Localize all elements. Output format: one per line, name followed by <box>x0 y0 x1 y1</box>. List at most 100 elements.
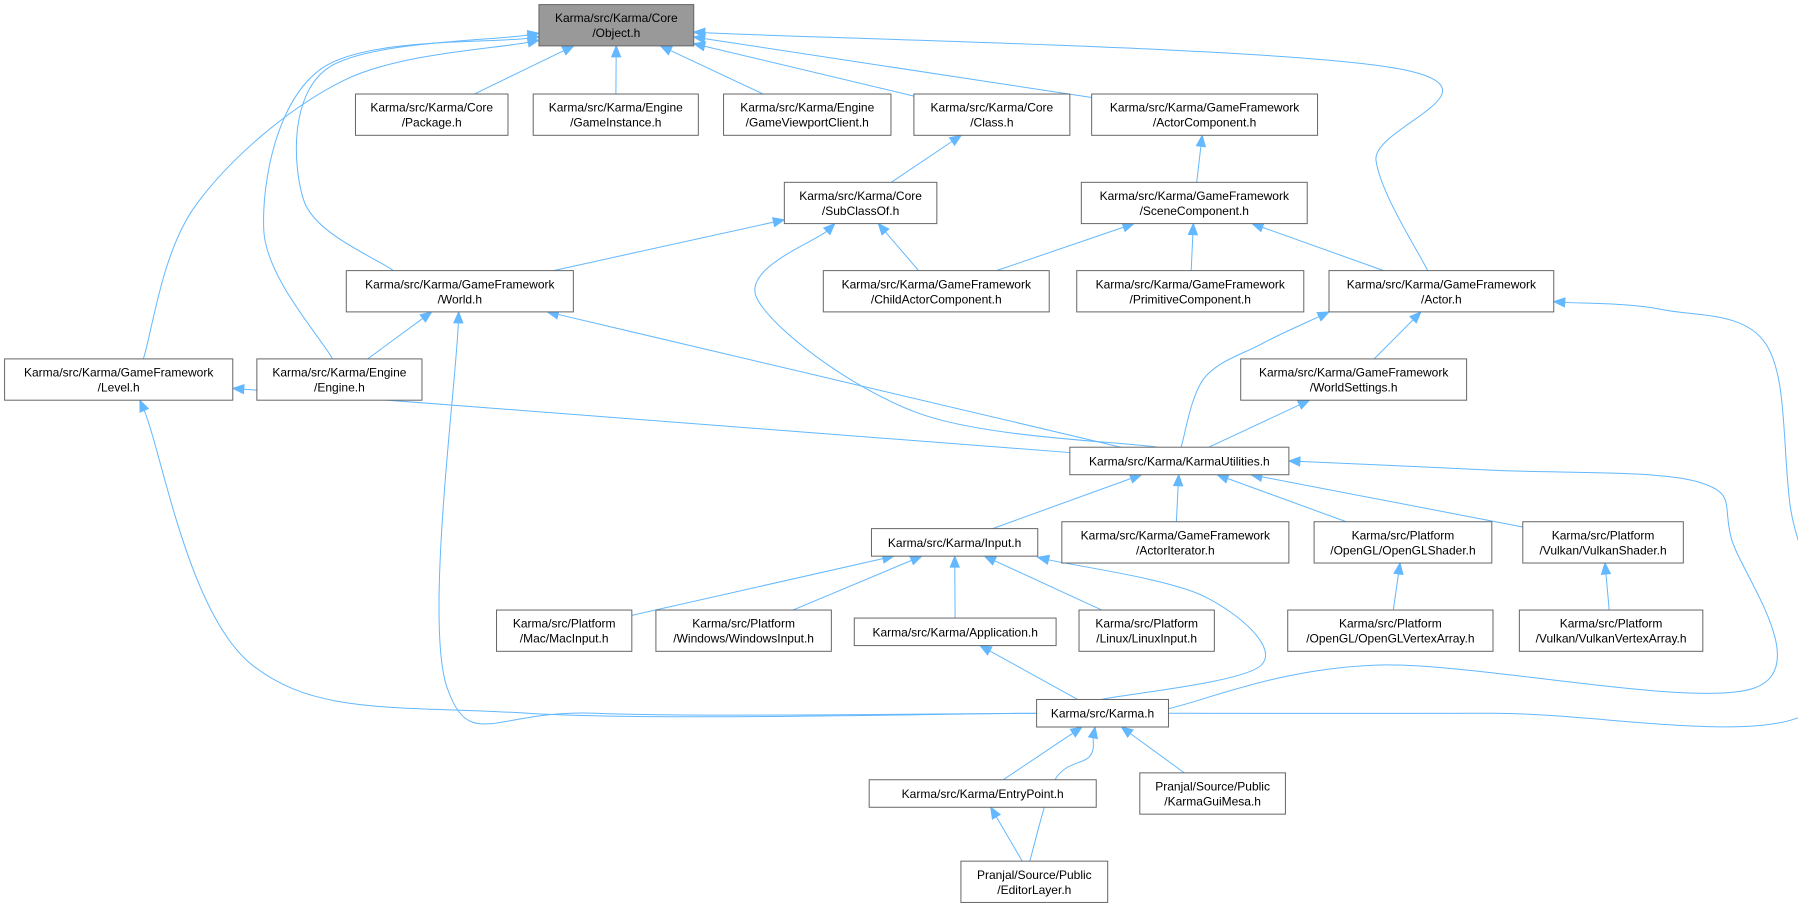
node-gameinstance[interactable]: Karma/src/Karma/Engine/GameInstance.h <box>532 93 699 136</box>
node-label: /WorldSettings.h <box>1310 381 1398 395</box>
node-box <box>1080 181 1308 225</box>
node-class[interactable]: Karma/src/Karma/Core/Class.h <box>913 93 1071 136</box>
edge-arrowhead <box>909 555 923 566</box>
edge-karma-to-application <box>978 644 1078 700</box>
edge-engine-to-world <box>367 311 433 360</box>
edge-line <box>142 41 530 360</box>
node-label: /SceneComponent.h <box>1140 204 1249 218</box>
edge-line <box>754 230 1159 448</box>
node-karma[interactable]: Karma/src/Karma.h <box>1036 698 1169 728</box>
edge-arrowhead <box>231 383 245 395</box>
node-actorcomp[interactable]: Karma/src/Karma/GameFramework/ActorCompo… <box>1091 93 1319 136</box>
node-entrypoint[interactable]: Karma/src/Karma/EntryPoint.h <box>868 779 1097 808</box>
node-label: /Vulkan/VulkanVertexArray.h <box>1536 632 1687 646</box>
node-package[interactable]: Karma/src/Karma/Core/Package.h <box>354 93 509 136</box>
node-wininput[interactable]: Karma/src/Platform/Windows/WindowsInput.… <box>655 609 832 652</box>
edge-level-to-object <box>142 37 541 360</box>
node-world[interactable]: Karma/src/Karma/GameFramework/World.h <box>345 270 574 313</box>
node-label: Karma/src/Karma/GameFramework <box>1100 189 1290 203</box>
edge-line <box>295 34 530 272</box>
edge-arrowhead <box>822 222 836 236</box>
node-label: /Linux/LinuxInput.h <box>1096 632 1197 646</box>
node-macinput[interactable]: Karma/src/Platform/Mac/MacInput.h <box>496 609 633 652</box>
node-level[interactable]: Karma/src/Karma/GameFramework/Level.h <box>4 358 234 401</box>
edge-line <box>1168 460 1778 710</box>
node-label: Karma/src/Karma.h <box>1051 707 1154 721</box>
node-linuxinput[interactable]: Karma/src/Platform/Linux/LinuxInput.h <box>1078 609 1215 652</box>
node-input[interactable]: Karma/src/Karma/Input.h <box>870 528 1039 557</box>
node-label: Karma/src/Karma/Engine <box>740 101 874 115</box>
edge-linuxinput-to-input <box>983 555 1102 611</box>
node-box <box>532 93 699 136</box>
edge-childactor-to-subclassof <box>877 222 919 271</box>
edge-line <box>1168 301 1798 728</box>
node-box <box>913 93 1071 136</box>
edge-actor-to-scenecomp <box>1250 222 1384 272</box>
edge-arrowhead <box>1287 456 1301 467</box>
node-label: Karma/src/Karma/GameFramework <box>1110 101 1300 115</box>
node-gvpclient[interactable]: Karma/src/Karma/Engine/GameViewportClien… <box>723 93 892 136</box>
edge-scenecomp-to-actorcomp <box>1195 133 1207 183</box>
node-guimesa[interactable]: Pranjal/Source/Public/KarmaGuiMesa.h <box>1139 772 1286 815</box>
node-label: /KarmaGuiMesa.h <box>1164 795 1261 809</box>
node-label: Karma/src/Platform <box>1095 617 1198 631</box>
node-box <box>1091 93 1319 136</box>
edge-childactor-to-scenecomp <box>996 222 1136 272</box>
node-oglshader[interactable]: Karma/src/Platform/OpenGL/OpenGLShader.h <box>1313 521 1493 564</box>
node-subclassof[interactable]: Karma/src/Karma/Core/SubClassOf.h <box>783 181 938 225</box>
node-label: /Object.h <box>592 26 640 40</box>
node-label: Karma/src/Karma/Engine <box>272 366 406 380</box>
edge-worldsettings-to-actor <box>1373 310 1422 360</box>
node-childactor[interactable]: Karma/src/Karma/GameFramework/ChildActor… <box>822 270 1050 313</box>
edge-karma-to-world <box>438 310 1050 725</box>
node-label: /Level.h <box>98 381 140 395</box>
node-vkshader[interactable]: Karma/src/Platform/Vulkan/VulkanShader.h <box>1522 521 1684 564</box>
node-label: /PrimitiveComponent.h <box>1130 292 1251 306</box>
node-label: Karma/src/Karma/GameFramework <box>1096 277 1286 291</box>
edge-vkvao-to-vkshader <box>1600 561 1612 611</box>
node-label: Karma/src/Platform <box>1552 528 1655 542</box>
node-object[interactable]: Karma/src/Karma/Core/Object.h <box>538 4 695 47</box>
edge-arrowhead <box>877 222 890 236</box>
node-label: Pranjal/Source/Public <box>1155 780 1270 794</box>
node-label: /Package.h <box>402 116 462 130</box>
node-layer: Karma/src/Karma/Core/Object.hKarma/src/K… <box>4 4 1704 903</box>
node-application[interactable]: Karma/src/Karma/Application.h <box>853 617 1057 647</box>
node-box <box>1069 446 1290 476</box>
node-worldsettings[interactable]: Karma/src/Karma/GameFramework/WorldSetti… <box>1240 358 1468 401</box>
edge-subclassof-to-class <box>890 134 963 183</box>
node-editorlayer[interactable]: Pranjal/Source/Public/EditorLayer.h <box>960 860 1109 903</box>
edge-vkshader-to-karmautil <box>1249 471 1523 528</box>
edge-karma-to-karmautil <box>1168 456 1778 710</box>
edge-karmautil-to-actor <box>1180 311 1331 448</box>
edge-line <box>143 409 1042 718</box>
node-label: Karma/src/Karma/Core <box>370 101 493 115</box>
edge-arrowhead <box>1296 399 1311 410</box>
edge-arrowhead <box>1316 311 1331 322</box>
node-box <box>256 358 423 401</box>
node-label: /OpenGL/OpenGLShader.h <box>1330 543 1475 557</box>
edge-layer <box>139 27 1798 862</box>
node-actoriter[interactable]: Karma/src/Karma/GameFramework/ActorItera… <box>1061 521 1290 564</box>
edge-primitive-to-scenecomp <box>1187 222 1199 271</box>
edge-arrowhead <box>1036 554 1051 566</box>
node-engine[interactable]: Karma/src/Karma/Engine/Engine.h <box>256 358 423 401</box>
node-label: /Windows/WindowsInput.h <box>673 632 814 646</box>
node-vkvao[interactable]: Karma/src/Platform/Vulkan/VulkanVertexAr… <box>1518 609 1704 652</box>
node-karmautil[interactable]: Karma/src/Karma/KarmaUtilities.h <box>1069 446 1290 476</box>
node-primitive[interactable]: Karma/src/Karma/GameFramework/PrimitiveC… <box>1076 270 1305 313</box>
node-actor[interactable]: Karma/src/Karma/GameFramework/Actor.h <box>1328 270 1555 313</box>
edge-arrowhead <box>1409 310 1422 324</box>
edge-line <box>1047 559 1267 700</box>
edge-line <box>438 321 1050 725</box>
edge-arrowhead <box>610 44 622 58</box>
edge-line <box>1226 477 1347 523</box>
edge-arrowhead <box>561 45 575 56</box>
edge-line <box>556 313 1122 448</box>
node-box <box>538 4 695 47</box>
edge-arrowhead <box>1128 473 1143 484</box>
node-oglvao[interactable]: Karma/src/Platform/OpenGL/OpenGLVertexAr… <box>1287 609 1494 652</box>
node-box <box>496 609 633 652</box>
node-label: /Mac/MacInput.h <box>520 632 609 646</box>
node-scenecomp[interactable]: Karma/src/Karma/GameFramework/SceneCompo… <box>1080 181 1308 225</box>
